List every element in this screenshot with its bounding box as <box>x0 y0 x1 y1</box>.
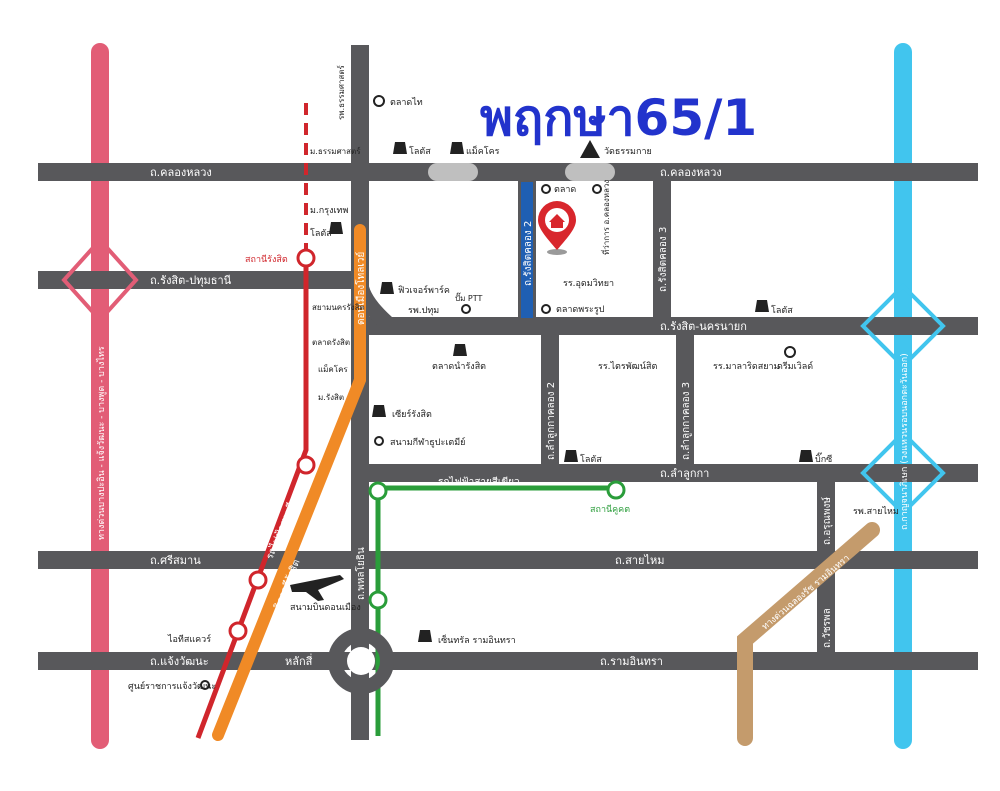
don-mueang-airport-label: สนามบินดอนเมือง <box>290 602 361 613</box>
green-line <box>368 480 626 736</box>
page-title: พฤกษา65/1 <box>480 89 758 147</box>
dreamworld-icon <box>784 346 796 358</box>
lak-si-roundabout <box>328 628 394 694</box>
talad-phra-label: ตลาดพระรูป <box>556 305 605 315</box>
dharmasart-hospital-label: รพ.ธรรมศาสตร์ <box>336 64 346 120</box>
makro-left-label: แม็คโคร <box>318 364 348 374</box>
wat-dhammakaya-icon <box>580 140 600 158</box>
makro-top-label: แม็คโคร <box>466 144 500 157</box>
road-label-chatuchot: ถ.อรุณพงษ์ <box>821 497 833 545</box>
bridge-marks <box>428 163 615 181</box>
lotus-left-label: โลตัส <box>310 228 332 239</box>
talad-rangsit-label: ตลาดรังสิต <box>312 338 350 347</box>
zeer-icon <box>372 405 386 417</box>
talad-si-rangsit-label: ตลาดนำรังสิต <box>432 361 486 372</box>
district-office-icon <box>592 184 602 194</box>
talad-khlong-icon <box>541 184 551 194</box>
ptt-icon <box>461 304 471 314</box>
ptt-label: ปั๊ม PTT <box>455 292 482 303</box>
bangkok-uni-label: ม.กรุงเทพ <box>310 206 348 216</box>
green-line-label: รถไฟฟ้าสายสีเขียว <box>438 476 520 488</box>
wat-dhammakaya-label: วัดธรรมกาย <box>604 147 652 157</box>
district-office-label: ที่ว่าการ อ.คลองหลวง <box>600 180 611 255</box>
udom-school-label: รร.อุดมวิทยา <box>563 278 614 289</box>
airplane-icon <box>290 575 344 601</box>
road-label-khlong-luang-e: ถ.คลองหลวง <box>660 166 722 179</box>
road-label-rangsit-nakhon: ถ.รังสิต-นครนายก <box>660 320 747 333</box>
property-pin-icon <box>538 201 576 255</box>
road-label-sri-saman: ถ.ศรีสมาน <box>150 554 201 567</box>
big-c-icon <box>799 450 813 462</box>
govt-center-icon <box>200 680 210 690</box>
lotus-right-label: โลตัส <box>771 305 793 316</box>
future-park-icon <box>380 282 394 294</box>
sai-mai-hospital-label: รพ.สายไหม <box>853 506 899 517</box>
road-label-chaeng-wattana: ถ.แจ้งวัฒนะ <box>150 655 209 668</box>
makro-top-icon <box>450 142 464 154</box>
road-label-lamlukka-khlong2: ถ.ลำลูกกาคลอง 2 <box>546 382 557 460</box>
road-label-west-expressway: ทางด่วนบางปะอิน - แจ้งวัฒนะ - บางพูด - บ… <box>96 346 107 540</box>
red-line <box>195 103 316 739</box>
lotus-left-icon <box>329 222 343 234</box>
road-label-ram-inthra: ถ.รามอินทรา <box>600 655 663 668</box>
school-lkk-label: รร.ไตรพัฒน์สิต <box>598 360 657 372</box>
rangsit-uni-label: ม.รังสิต <box>318 393 344 402</box>
lotus-right-icon <box>755 300 769 312</box>
lotus-top-icon <box>393 142 407 154</box>
talad-si-rangsit-icon <box>453 344 467 356</box>
central-ram-label: เซ็นทรัล รามอินทรา <box>438 633 516 646</box>
road-label-wacharaphon: ถ.วัชรพล <box>822 608 833 648</box>
future-park-label: ฟิวเจอร์พาร์ค <box>398 284 450 296</box>
ram-inthra-expressway <box>737 522 880 746</box>
central-ram-icon <box>418 630 432 642</box>
talad-khlong-label: ตลาด <box>554 185 576 195</box>
talad-thai-icon <box>373 95 385 107</box>
lotus-lkk-label: โลตัส <box>580 454 602 465</box>
dreamworld-label: ดรีมเวิลด์ <box>777 360 813 372</box>
road-label-sai-mai: ถ.สายไหม <box>615 554 665 567</box>
road-label-east-ring: ถ.กาญจนาภิเษก (วงแหวนรอบนอกตะวันออก) <box>899 353 910 530</box>
khu-khot-station-label: สถานีคูคต <box>590 504 630 515</box>
lotus-lkk-icon <box>564 450 578 462</box>
road-label-rangsit-pathum: ถ.รังสิต-ปทุมธานี <box>150 274 232 287</box>
dharmasart-uni-label: ม.ธรรมศาสตร์ <box>310 146 361 156</box>
road-label-rangsit-khlong3: ถ.รังสิตคลอง 3 <box>658 227 669 292</box>
patum-hospital-label: รพ.ปทุม <box>408 306 439 316</box>
school-main-label: รร.มาลาริดสยาม <box>713 361 780 372</box>
interchange-diamonds <box>61 237 139 323</box>
road-label-lamlukka-khlong3: ถ.ลำลูกกาคลอง 3 <box>681 382 692 460</box>
govt-center-label: ศูนย์ราชการแจ้งวัฒนะ <box>128 680 216 692</box>
rangsit-station-label: สถานีรังสิต <box>245 254 288 265</box>
talad-phra-icon <box>541 304 551 314</box>
road-label-rangsit-khlong2: ถ.รังสิตคลอง 2 <box>523 221 534 286</box>
road-label-phahonyothin: ถ.พหลโยธิน <box>354 547 367 600</box>
lotus-top-label: โลตัส <box>409 146 431 157</box>
it-square-label: ไอทีสแควร์ <box>167 633 211 645</box>
sp-center-label: สยามนครรังสิต <box>312 303 365 312</box>
road-label-lam-luk-ka: ถ.ลำลูกกา <box>660 467 709 480</box>
big-c-label: บิ๊กซี <box>815 452 832 465</box>
sky-stadium-label: สนามกีฬาธูปะเตมีย์ <box>390 436 465 448</box>
interchange-diamonds-east <box>860 283 946 516</box>
road-label-lak-si: หลักสี่ <box>285 653 313 668</box>
sky-stadium-icon <box>374 436 384 446</box>
airport-link-line <box>212 224 366 741</box>
tollway-label: ดอนเมืองโทลเวย์ <box>354 252 367 325</box>
zeer-label: เซียร์รังสิต <box>392 408 432 420</box>
talad-thai-label: ตลาดไท <box>390 97 423 108</box>
road-label-khlong-luang-w: ถ.คลองหลวง <box>150 166 212 179</box>
